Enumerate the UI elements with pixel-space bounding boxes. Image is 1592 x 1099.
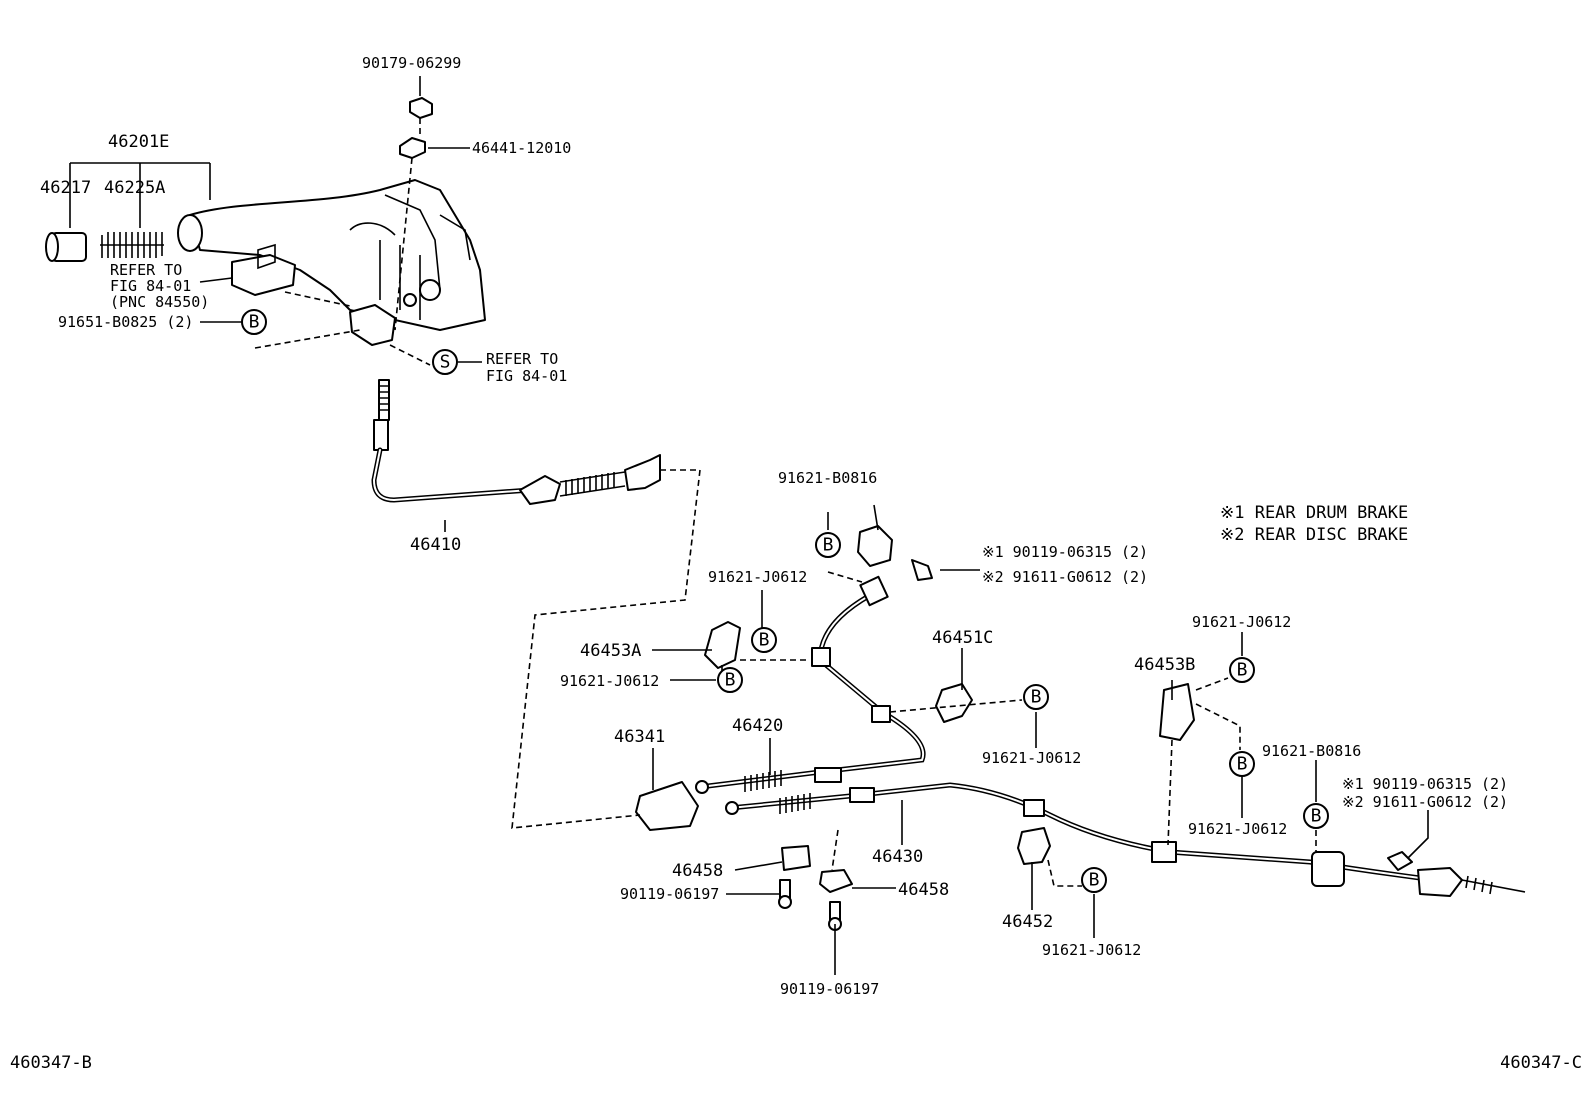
parking-brake-lever — [177, 179, 486, 331]
front-cable-46410 — [371, 379, 661, 505]
brake-type-legend: ※1 REAR DRUM BRAKE ※2 REAR DISC BRAKE — [1220, 503, 1408, 545]
upper-bracket-bolt — [857, 504, 933, 581]
label-46225a: 46225A — [104, 178, 165, 198]
washer-46441 — [399, 137, 426, 159]
label-90119-06315-right: ※1 90119-06315 (2) — [1342, 775, 1508, 793]
svg-text:B: B — [1031, 687, 1042, 708]
lever-spring — [100, 232, 164, 258]
grip-cap — [45, 232, 87, 262]
svg-text:S: S — [440, 352, 451, 373]
label-91621-j0612-f: 91621-J0612 — [1188, 820, 1287, 838]
lever-bracket — [349, 304, 396, 346]
label-91621-j0612-d: 91621-J0612 — [1042, 941, 1141, 959]
svg-text:B: B — [1237, 660, 1248, 681]
callout-b-91621-j0612-d: B — [1081, 867, 1107, 893]
label-46452: 46452 — [1002, 912, 1053, 932]
label-46341: 46341 — [614, 727, 665, 747]
label-46217: 46217 — [40, 178, 91, 198]
label-46458-b: 46458 — [898, 880, 949, 900]
part-labels: 90179-06299 46441-12010 46201E 46217 462… — [40, 54, 1508, 998]
clip-46458-right — [819, 869, 853, 893]
svg-text:B: B — [1089, 870, 1100, 891]
bolt-90119-06197-left — [778, 879, 792, 909]
label-90119-06197-b: 90119-06197 — [780, 980, 879, 998]
label-91621-j0612-e: 91621-J0612 — [1192, 613, 1291, 631]
label-fig-84-01-a: FIG 84-01 — [110, 277, 191, 295]
label-46420: 46420 — [732, 716, 783, 736]
bracket-46341 — [635, 781, 699, 831]
label-91611-g0612-top: ※2 91611-G0612 (2) — [982, 568, 1148, 586]
bracket-46453a — [704, 621, 741, 669]
label-46453a: 46453A — [580, 641, 641, 661]
legend-line-2: ※2 REAR DISC BRAKE — [1220, 525, 1408, 545]
label-refer-to-2: REFER TO — [486, 350, 558, 368]
label-91651-b0825: 91651-B0825 (2) — [58, 313, 193, 331]
label-90119-06315-top: ※1 90119-06315 (2) — [982, 543, 1148, 561]
callout-b-91621-b0816-right: B — [1303, 803, 1329, 829]
footer-code-left: 460347-B — [10, 1053, 92, 1073]
svg-text:B: B — [1311, 806, 1322, 827]
legend-line-1: ※1 REAR DRUM BRAKE — [1220, 503, 1408, 523]
label-91621-j0612-b: 91621-J0612 — [560, 672, 659, 690]
callout-b-91621-b0816-top: B — [815, 532, 841, 558]
dashed-lines — [254, 118, 1317, 887]
label-pnc-84550: (PNC 84550) — [110, 293, 209, 311]
svg-text:B: B — [249, 312, 260, 333]
callout-b-91621-j0612-c: B — [1023, 684, 1049, 710]
label-46451c: 46451C — [932, 628, 993, 648]
label-46441-12010: 46441-12010 — [472, 139, 571, 157]
clamp-46451c — [935, 683, 973, 723]
footer-code-right: 460347-C — [1500, 1053, 1582, 1073]
label-91621-b0816-right: 91621-B0816 — [1262, 742, 1361, 760]
clip-46458-left — [781, 845, 811, 871]
callout-b-91621-j0612-e: B — [1229, 657, 1255, 683]
label-fig-84-01-b: FIG 84-01 — [486, 367, 567, 385]
rear-bolt-right — [1387, 851, 1413, 871]
label-90179-06299: 90179-06299 — [362, 54, 461, 72]
callout-b-91621-j0612-a: B — [751, 627, 777, 653]
clamp-46452 — [1017, 827, 1051, 865]
svg-text:B: B — [725, 670, 736, 691]
label-91621-j0612-c: 91621-J0612 — [982, 749, 1081, 767]
callout-b-91621-j0612-f: B — [1229, 751, 1255, 777]
svg-text:B: B — [823, 535, 834, 556]
callout-b-91621-j0612-b: B — [717, 667, 743, 693]
bracket-46453b — [1159, 683, 1195, 741]
label-46430: 46430 — [872, 847, 923, 867]
callout-b-91651: B — [241, 309, 267, 335]
nut-90179 — [409, 97, 433, 119]
callout-s-refer: S — [432, 349, 458, 375]
label-90119-06197-a: 90119-06197 — [620, 885, 719, 903]
rear-cable-46430 — [725, 782, 1526, 897]
label-91611-g0612-right: ※2 91611-G0612 (2) — [1342, 793, 1508, 811]
label-46410: 46410 — [410, 535, 461, 555]
label-46201e: 46201E — [108, 132, 169, 152]
label-46458-a: 46458 — [672, 861, 723, 881]
leader-lines — [69, 76, 1429, 975]
svg-text:B: B — [1237, 754, 1248, 775]
callout-circles: B S B B B B B B B B — [241, 309, 1329, 893]
label-46453b: 46453B — [1134, 655, 1195, 675]
label-91621-b0816-top: 91621-B0816 — [778, 469, 877, 487]
svg-text:B: B — [759, 630, 770, 651]
brake-warning-switch — [231, 243, 296, 296]
label-91621-j0612-a: 91621-J0612 — [708, 568, 807, 586]
label-refer-to-1: REFER TO — [110, 261, 182, 279]
rear-cable-46420 — [695, 575, 926, 794]
